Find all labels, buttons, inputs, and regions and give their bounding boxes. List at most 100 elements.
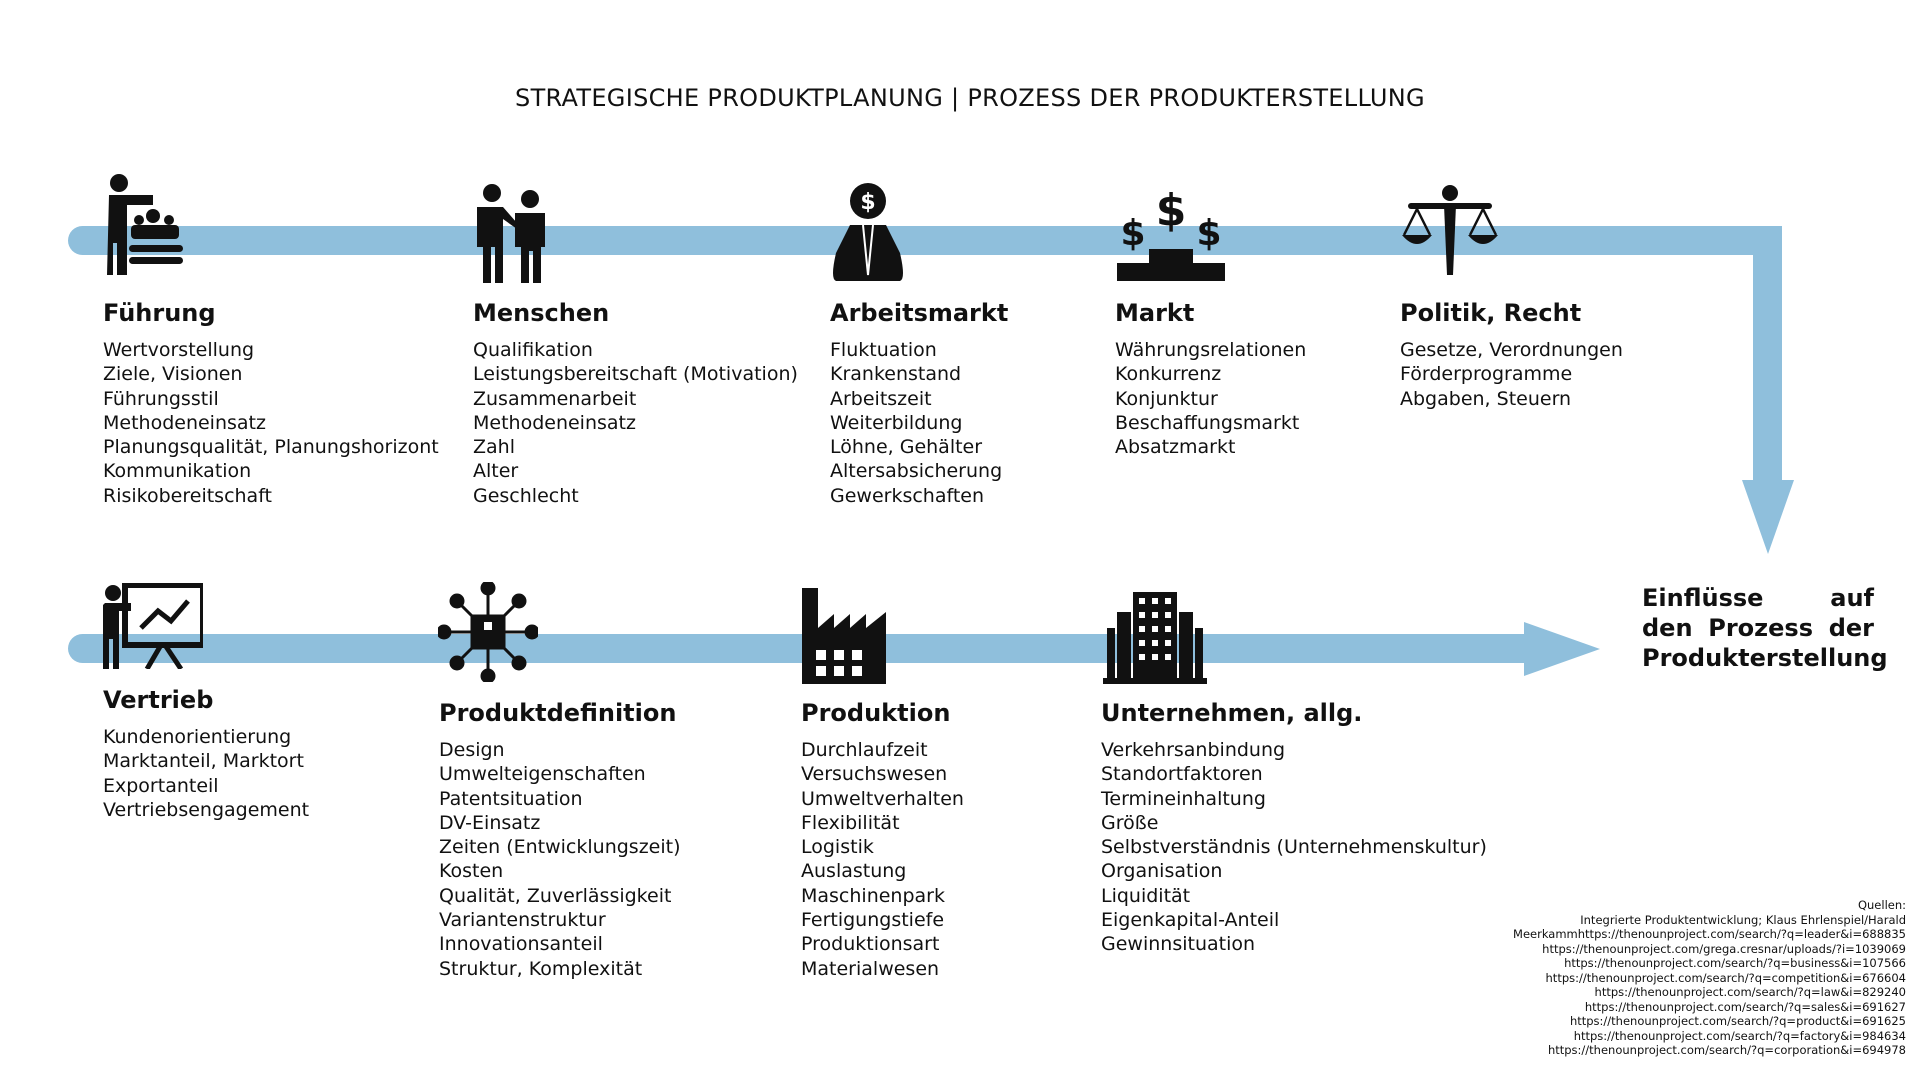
factor-item: Ziele, Visionen [103,363,243,386]
factor-item: Konjunktur [1115,387,1218,410]
factor-item: Qualifikation [473,339,593,361]
factor-heading: Markt [1115,299,1195,327]
factor-item: Exportanteil [103,774,219,797]
svg-text:$: $ [1156,185,1187,236]
factor-item: Fertigungstiefe [801,909,945,932]
people-icon [477,184,545,283]
factor-item: Kundenorientierung [103,726,292,748]
factor-heading: Politik, Recht [1400,299,1582,327]
process-summary-label: Einflüsse auf den Prozess der Produkters… [1642,584,1888,672]
factor-item: Versuchswesen [801,763,948,786]
factor-item: Vertriebsengagement [103,798,310,821]
factor-item: Logistik [801,836,874,859]
factor-item: Gewinnsituation [1101,933,1256,956]
factor-item: Zahl [473,436,515,459]
factor-item: Altersabsicherung [830,460,1003,483]
factor-item: Zusammenarbeit [473,387,637,410]
factor-item: Größe [1101,811,1159,834]
factor-item: Qualität, Zuverlässigkeit [439,884,672,907]
factor-item: Termineinhaltung [1101,787,1266,810]
factor-item: Führungsstil [103,387,219,410]
factor-item: Alter [473,460,519,483]
factor-item: Planungsqualität, Planungshorizont [103,436,439,459]
factor-item: Methodeneinsatz [473,411,636,434]
factor-item: Durchlaufzeit [801,739,928,761]
factor-item: Materialwesen [801,957,940,980]
factor-item: Risikobereitschaft [103,484,273,507]
factor-item: Fluktuation [830,339,937,361]
source-line: https://thenounproject.com/search/?q=bus… [1564,956,1906,970]
factor-item: Gewerkschaften [830,484,985,507]
factor-item: Auslastung [801,860,907,883]
factor-heading: Produktdefinition [439,699,677,727]
factor-heading: Menschen [473,299,610,327]
factory-icon [802,588,886,684]
svg-text:$: $ [860,190,875,215]
factor-item: Weiterbildung [830,411,963,434]
factor-item: Wertvorstellung [103,339,255,361]
factor-item: Währungsrelationen [1115,339,1307,361]
source-line: https://thenounproject.com/search/?q=com… [1545,970,1906,985]
source-line: https://thenounproject.com/search/?q=sal… [1584,999,1906,1014]
page-title: STRATEGISCHE PRODUKTPLANUNG | PROZESS DE… [515,84,1425,112]
factor-heading: Produktion [801,699,951,727]
factor-item: Umweltverhalten [801,787,964,810]
factor-item: Kommunikation [103,460,252,483]
factor-item: Design [439,739,505,761]
factor-item: Eigenkapital-Anteil [1101,909,1280,932]
source-line: Meerkammhttps://thenounproject.com/searc… [1513,927,1906,941]
factor-item: Gesetze, Verordnungen [1400,339,1623,361]
source-line: https://thenounproject.com/search/?q=fac… [1573,1028,1906,1043]
source-line: https://thenounproject.com/search/?q=cor… [1547,1043,1906,1057]
factor-item: Konkurrenz [1115,363,1222,386]
sources-label: Quellen: [1857,898,1906,912]
factor-item: Methodeneinsatz [103,411,266,434]
factor-item: Krankenstand [830,363,962,386]
factor-item: DV-Einsatz [439,811,541,834]
factor-item: Maschinenpark [801,884,945,907]
source-line: https://thenounproject.com/grega.cresnar… [1542,941,1906,956]
factor-item: Zeiten (Entwicklungszeit) [439,836,681,859]
factor-heading: Führung [103,299,216,327]
factor-item: Beschaffungsmarkt [1115,411,1300,434]
factor-item: Verkehrsanbindung [1101,739,1286,761]
factor-item: Patentsituation [439,787,583,810]
source-line: https://thenounproject.com/search/?q=pro… [1569,1014,1906,1028]
factor-item: Organisation [1101,860,1223,883]
sources-lines: Integrierte Produktentwicklung; Klaus Eh… [1513,913,1906,1058]
factor-item: Standortfaktoren [1101,763,1263,786]
source-line: Integrierte Produktentwicklung; Klaus Eh… [1580,912,1906,927]
product-icon [438,582,538,682]
factor-item: Innovationsanteil [439,933,603,956]
factor-item: Flexibilität [801,811,900,834]
sales-presentation-icon [103,583,203,669]
source-line: https://thenounproject.com/search/?q=law… [1594,985,1906,999]
law-scales-icon [1402,185,1498,275]
factor-heading: Arbeitsmarkt [830,299,1009,327]
svg-text:$: $ [1196,213,1221,254]
factor-item: Absatzmarkt [1115,436,1236,459]
factor-item: Marktanteil, Marktort [103,750,304,773]
competition-dollar-icon: $$$ [1117,185,1225,281]
factor-item: Löhne, Gehälter [830,436,983,459]
corporation-building-icon [1103,592,1207,684]
sources-block: Quellen: Integrierte Produktentwicklung;… [1513,898,1906,1058]
factor-item: Produktionsart [801,933,940,956]
factor-item: Umwelteigenschaften [439,763,646,786]
